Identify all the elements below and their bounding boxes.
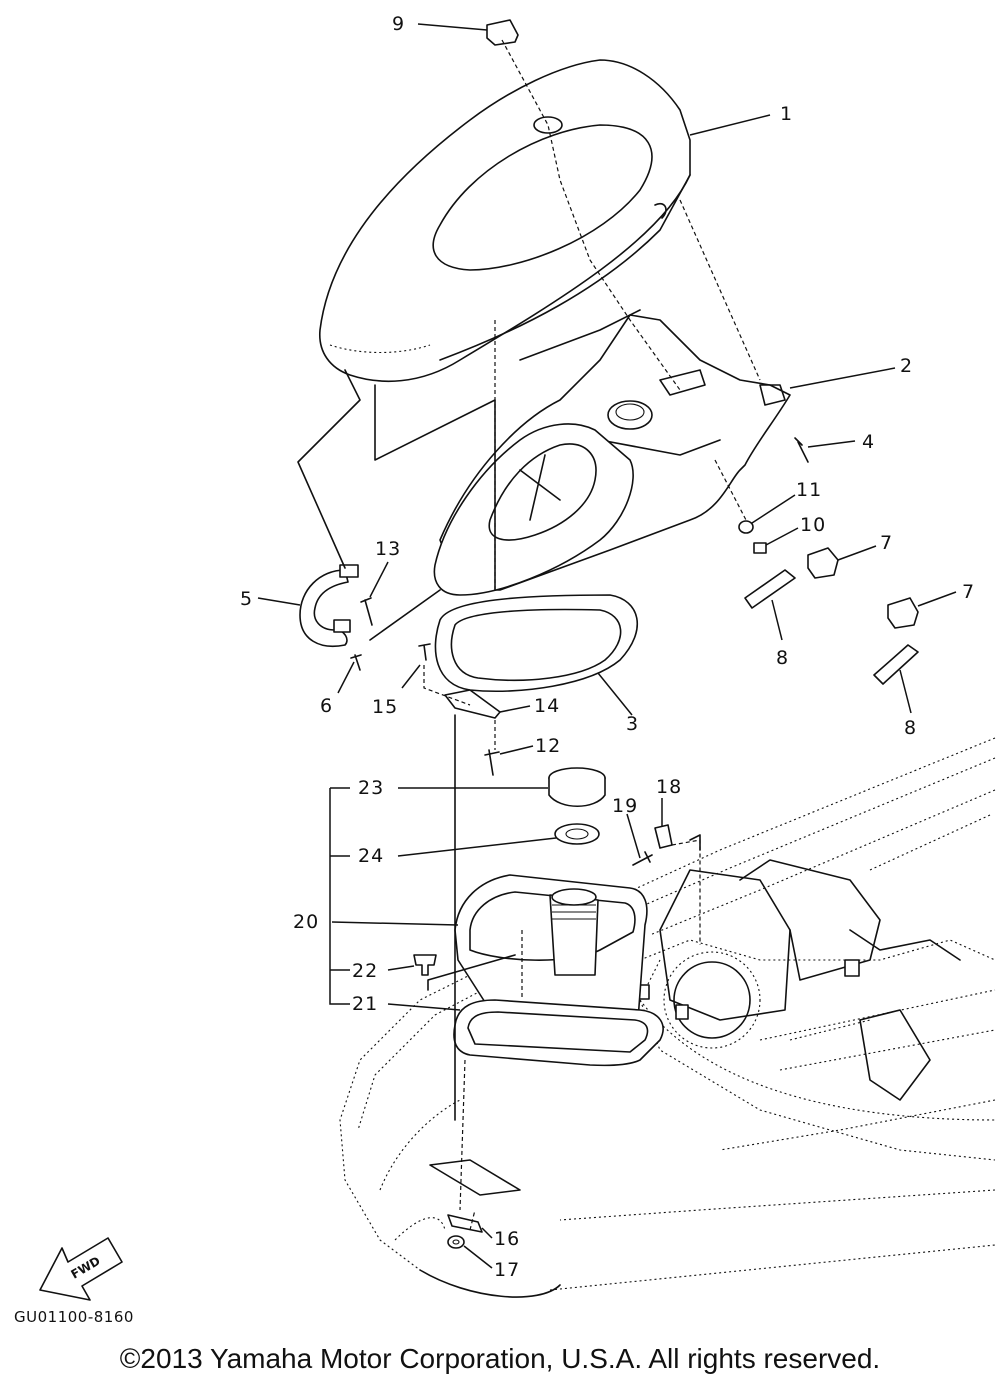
callout-13: 14 xyxy=(534,695,560,717)
callout-17: 17 xyxy=(494,1259,520,1281)
callout-9: 9 xyxy=(392,13,405,35)
bolt-part-10 xyxy=(753,542,767,554)
plug-part-23 xyxy=(548,767,606,807)
callout-16: 16 xyxy=(494,1228,520,1250)
pad-part-8a xyxy=(744,569,796,609)
callout-18: 18 xyxy=(656,776,682,798)
callout-7a: 7 xyxy=(880,532,893,554)
cap-part-9 xyxy=(486,19,519,46)
hatch-lid xyxy=(433,423,634,596)
rivet-part-12 xyxy=(484,749,500,776)
screw-part-15 xyxy=(418,643,431,661)
seal-part-24 xyxy=(554,823,600,845)
hull-outline xyxy=(339,737,996,1298)
copyright-notice: ©2013 Yamaha Motor Corporation, U.S.A. A… xyxy=(119,1343,881,1374)
callout-10: 10 xyxy=(800,514,826,536)
callout-4: 4 xyxy=(862,431,875,453)
pad-part-8b xyxy=(873,644,919,685)
callout-8b: 8 xyxy=(904,717,917,739)
tank-gasket-part-21 xyxy=(429,999,664,1196)
callout-numbers: 9 1 2 4 11 10 7 7 8 8 13 5 6 15 14 3 12 … xyxy=(240,13,975,1281)
nut-part-17 xyxy=(447,1235,465,1249)
callout-23: 23 xyxy=(358,777,384,799)
latch-part-13 xyxy=(444,689,501,719)
rubber-cap-part-7b xyxy=(887,597,919,629)
callout-24: 24 xyxy=(358,845,384,867)
gasket-part-3 xyxy=(434,594,638,693)
callout-8a: 8 xyxy=(776,647,789,669)
bracket-part-18 xyxy=(654,824,673,849)
callout-21: 21 xyxy=(352,993,378,1015)
bracket-part-16 xyxy=(447,1214,483,1233)
callout-19: 19 xyxy=(612,795,638,817)
callout-6: 6 xyxy=(320,695,333,717)
callout-2: 2 xyxy=(900,355,913,377)
callout-7b: 7 xyxy=(962,581,975,603)
callout-12: 12 xyxy=(535,735,561,757)
callout-22: 22 xyxy=(352,960,378,982)
callout-1: 1 xyxy=(780,103,793,125)
bolt-part-4 xyxy=(794,437,809,463)
rivet-part-14 xyxy=(360,597,373,626)
rubber-cap-part-7a xyxy=(807,547,839,579)
callout-14: 13 xyxy=(375,538,401,560)
leader-lines xyxy=(257,23,957,1269)
diagram-code: GU01100-8160 xyxy=(14,1308,134,1326)
callout-15: 15 xyxy=(372,696,398,718)
washer-part-11 xyxy=(738,520,754,534)
rivet-part-6 xyxy=(350,654,362,671)
strap-part-5 xyxy=(299,564,359,647)
storage-cover-part-1 xyxy=(319,59,691,383)
callout-20: 20 xyxy=(293,911,319,933)
callout-11: 11 xyxy=(796,479,822,501)
callout-3: 3 xyxy=(626,713,639,735)
plug-part-22 xyxy=(413,954,437,976)
screw-part-19 xyxy=(632,851,653,866)
assembly-lines xyxy=(297,39,761,1231)
callout-5: 5 xyxy=(240,588,253,610)
fwd-arrow-icon: FWD xyxy=(39,1237,123,1301)
